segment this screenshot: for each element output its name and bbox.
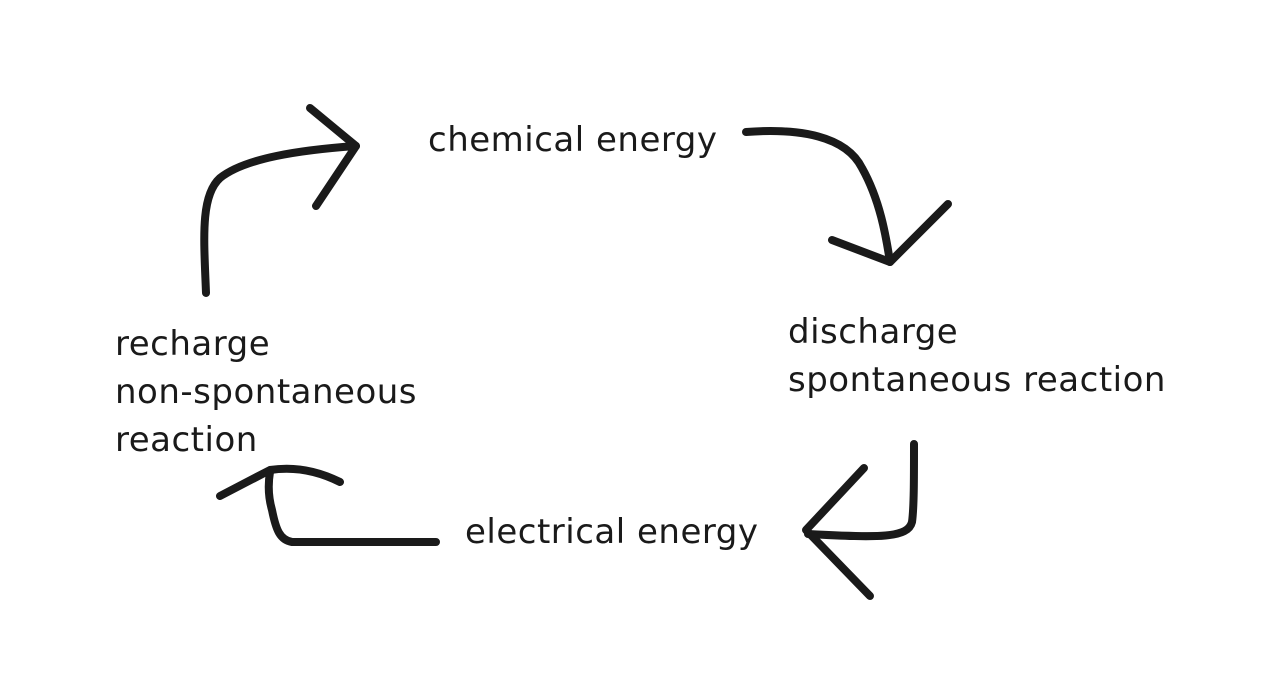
arrow-shaft: [804, 440, 918, 541]
arrow-shaft: [200, 142, 360, 297]
node-label-line: electrical energy: [465, 512, 759, 552]
node-label-line: spontaneous reaction: [788, 360, 1166, 400]
node-label-line: chemical energy: [428, 120, 718, 160]
node-electrical-energy: electrical energy: [465, 508, 758, 556]
arrow-head: [306, 104, 360, 210]
arrow-discharge-to-electrical: [802, 440, 918, 600]
arrow-chemical-to-discharge: [742, 127, 952, 266]
node-chemical-energy: chemical energy: [428, 116, 717, 164]
node-label-line: recharge: [115, 324, 271, 364]
arrow-electrical-to-recharge: [216, 464, 440, 546]
arrow-head: [216, 464, 344, 500]
arrow-recharge-to-chemical: [200, 104, 360, 297]
arrow-shaft: [742, 127, 894, 266]
arrow-head: [802, 464, 874, 600]
node-label-line: reaction: [115, 420, 258, 460]
node-recharge: recharge non-spontaneous reaction: [115, 320, 417, 464]
arrow-head: [828, 200, 952, 266]
node-discharge: discharge spontaneous reaction: [788, 308, 1166, 404]
arrow-shaft: [264, 468, 440, 546]
node-label-line: non-spontaneous: [115, 372, 418, 412]
node-label-line: discharge: [788, 312, 959, 352]
